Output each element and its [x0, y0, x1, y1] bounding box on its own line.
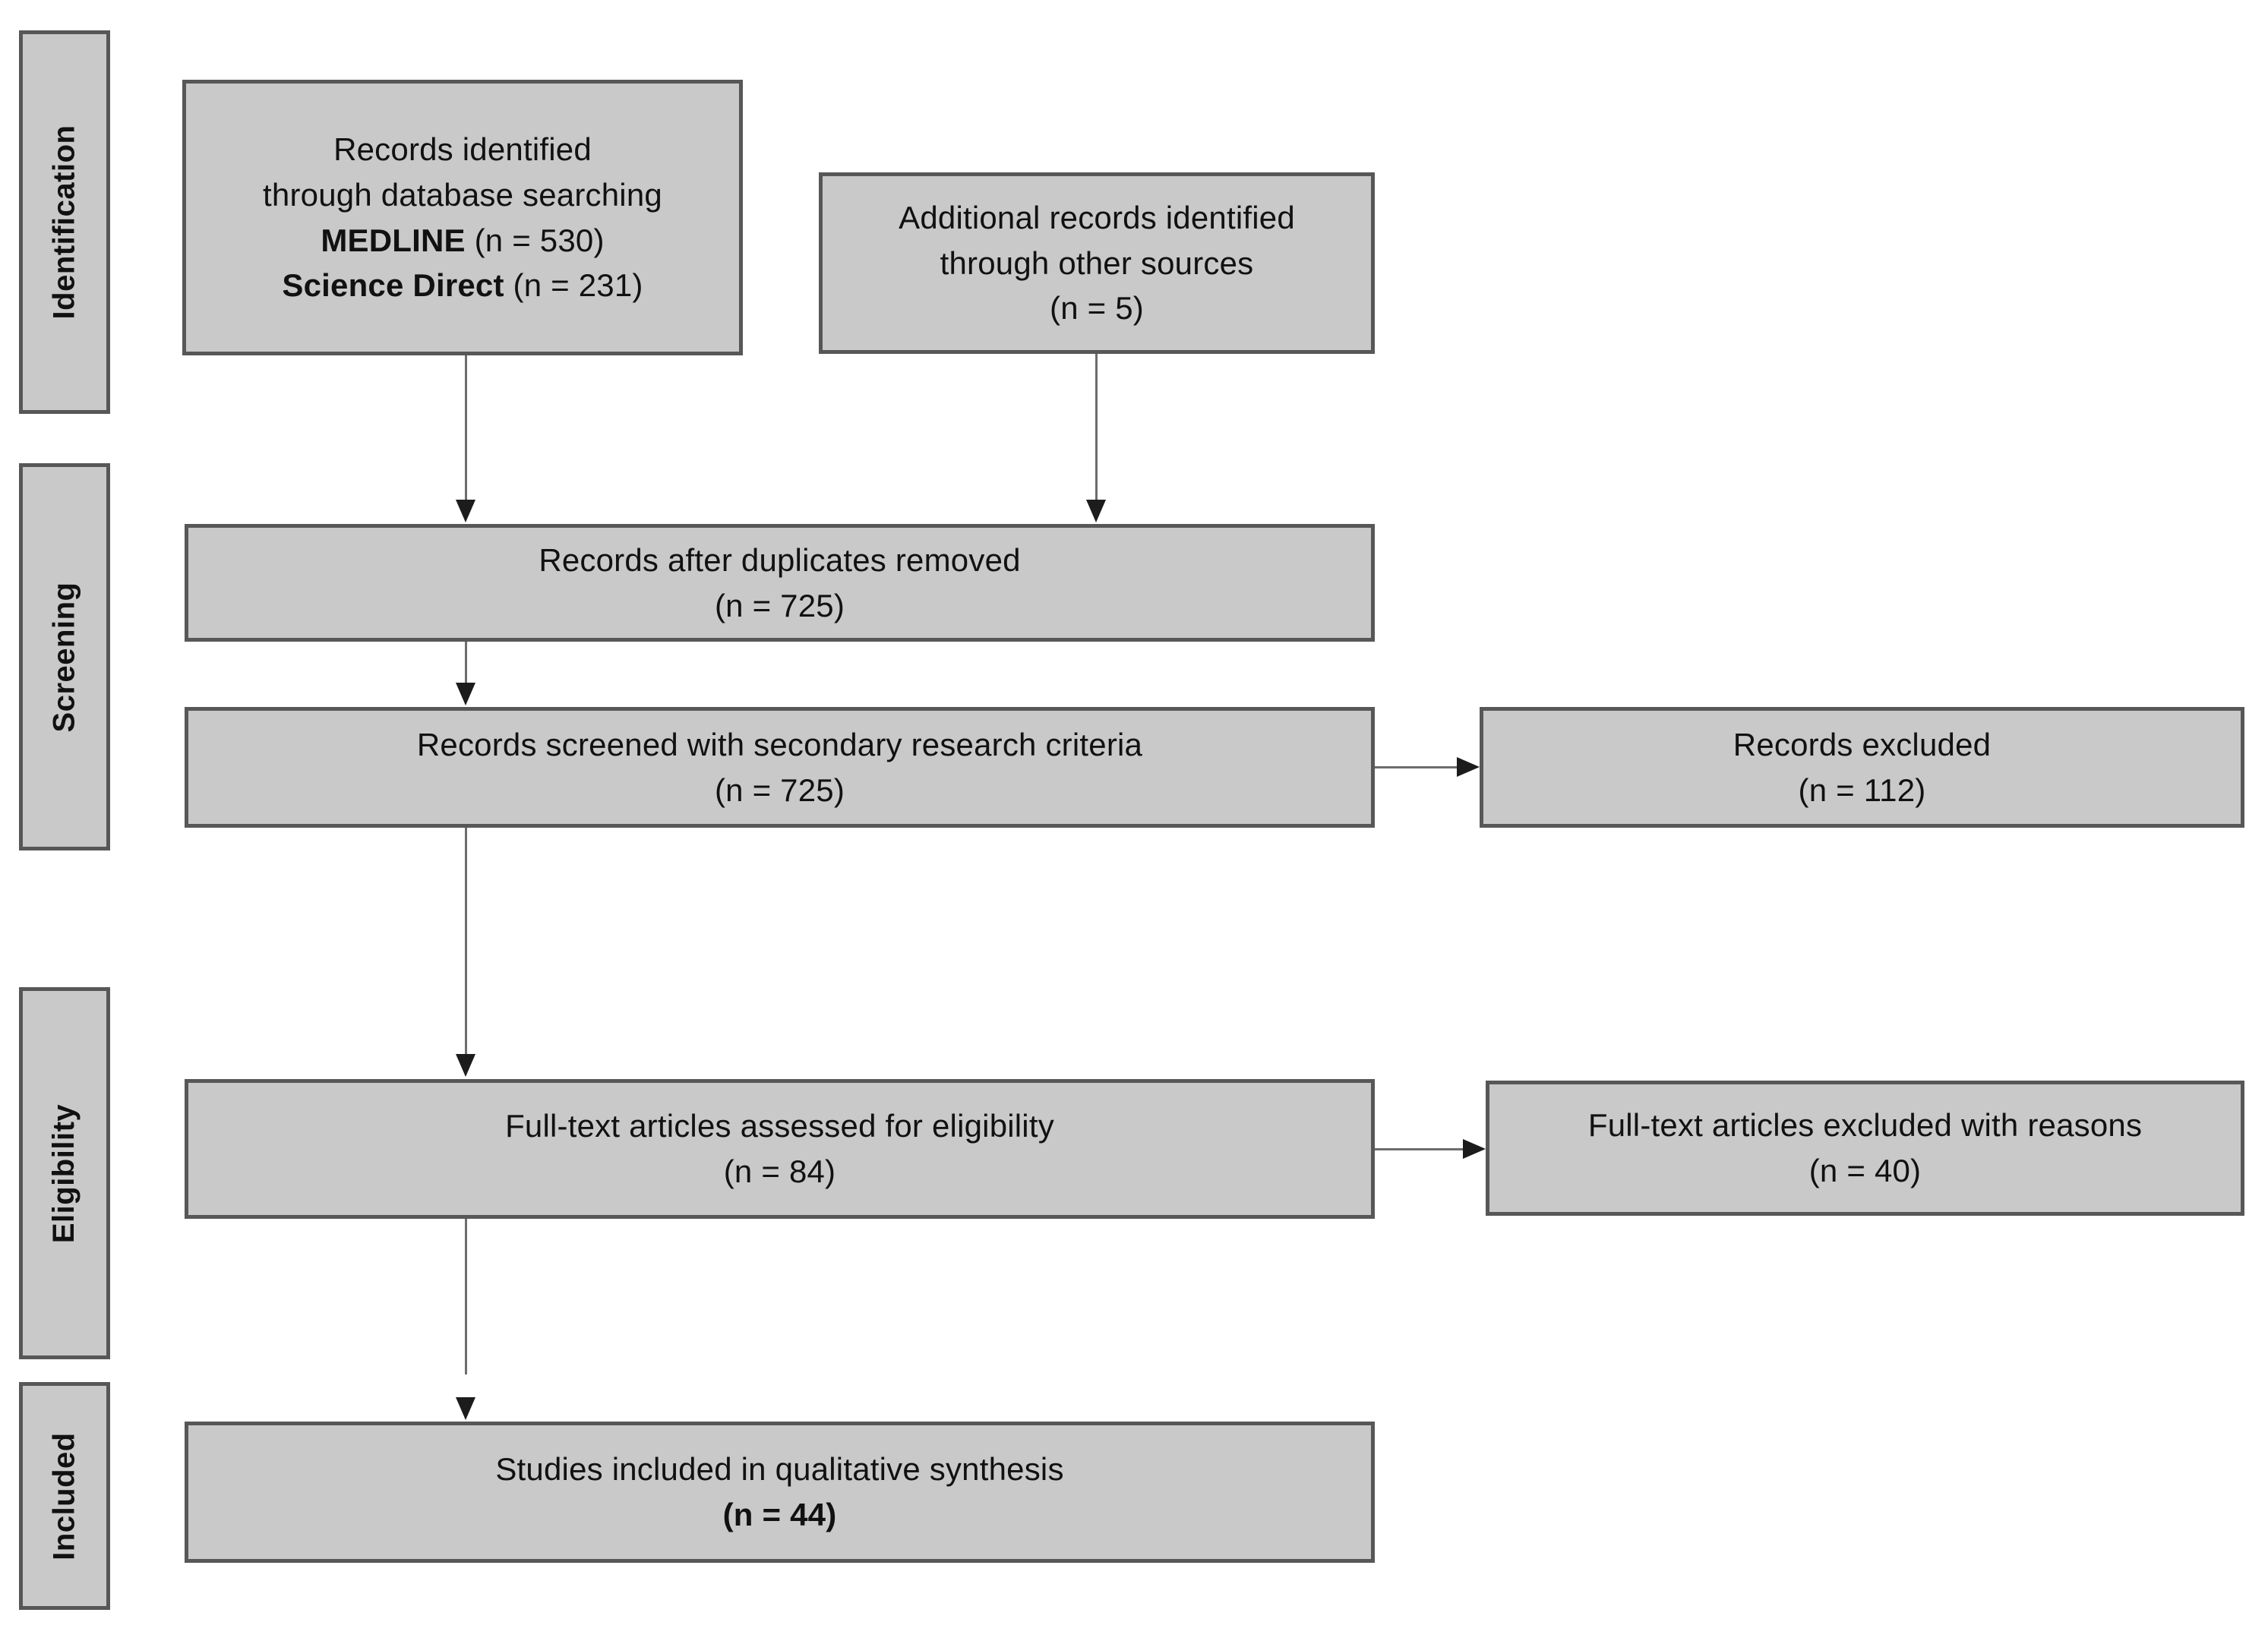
box-records-identified: Records identified through database sear… [182, 80, 743, 355]
fulltext-excluded-line1: Full-text articles excluded with reasons [1587, 1107, 2143, 1144]
box-studies-included: Studies included in qualitative synthesi… [185, 1422, 1375, 1563]
arrowhead-screened-to-fulltext [456, 1054, 475, 1077]
additional-records-line1: Additional records identified [899, 200, 1295, 236]
connector-fulltext-to-included [465, 1219, 467, 1374]
box-additional-records: Additional records identified through ot… [819, 172, 1375, 354]
medline-count: (n = 530) [465, 222, 605, 258]
connector-screened-to-fulltext [465, 828, 467, 1056]
records-screened-line1: Records screened with secondary research… [416, 726, 1143, 762]
stage-label-included-text: Included [47, 1431, 81, 1561]
records-identified-sciencedirect: Science Direct (n = 231) [282, 263, 643, 308]
records-identified-line1: Records identified [333, 131, 592, 168]
box-records-screened: Records screened with secondary research… [185, 707, 1375, 828]
medline-label: MEDLINE [321, 222, 466, 258]
arrowhead-fulltext-to-excluded [1463, 1139, 1486, 1159]
connector-identified-to-duplicates [465, 355, 467, 501]
connector-duplicates-to-screened [465, 642, 467, 684]
stage-label-identification: Identification [19, 30, 110, 414]
stage-label-included: Included [19, 1382, 110, 1610]
arrowhead-identified-to-duplicates [456, 500, 475, 522]
arrowhead-additional-to-duplicates [1086, 500, 1106, 522]
sciencedirect-label: Science Direct [282, 267, 504, 304]
stage-label-screening-text: Screening [47, 582, 81, 732]
studies-included-line2: (n = 44) [722, 1497, 837, 1532]
records-screened-line2: (n = 725) [714, 772, 845, 808]
duplicates-removed-line1: Records after duplicates removed [539, 541, 1021, 578]
stage-label-eligibility: Eligibility [19, 987, 110, 1359]
arrowhead-duplicates-to-screened [456, 683, 475, 705]
arrowhead-fulltext-to-included [456, 1397, 475, 1420]
box-fulltext-excluded: Full-text articles excluded with reasons… [1486, 1081, 2244, 1216]
connector-additional-to-duplicates [1095, 354, 1098, 501]
fulltext-assessed-line1: Full-text articles assessed for eligibil… [505, 1108, 1054, 1144]
box-records-excluded: Records excluded (n = 112) [1480, 707, 2244, 828]
records-identified-medline: MEDLINE (n = 530) [321, 218, 604, 264]
additional-records-line2: through other sources [940, 245, 1254, 281]
duplicates-removed-line2: (n = 725) [714, 587, 845, 623]
arrowhead-screened-to-excluded [1457, 757, 1480, 777]
records-excluded-line2: (n = 112) [1798, 772, 1926, 808]
records-identified-line2: through database searching [263, 176, 662, 213]
connector-screened-to-excluded [1375, 766, 1458, 768]
fulltext-excluded-line2: (n = 40) [1808, 1153, 1922, 1188]
box-duplicates-removed: Records after duplicates removed (n = 72… [185, 524, 1375, 642]
sciencedirect-count: (n = 231) [504, 267, 643, 304]
fulltext-assessed-line2: (n = 84) [723, 1153, 836, 1189]
stage-label-identification-text: Identification [47, 125, 81, 320]
stage-label-screening: Screening [19, 463, 110, 850]
box-fulltext-assessed: Full-text articles assessed for eligibil… [185, 1079, 1375, 1219]
studies-included-line1: Studies included in qualitative synthesi… [495, 1451, 1064, 1488]
additional-records-line3: (n = 5) [1050, 290, 1144, 327]
stage-label-eligibility-text: Eligibility [47, 1103, 81, 1243]
records-excluded-line1: Records excluded [1733, 726, 1992, 762]
connector-fulltext-to-excluded [1375, 1148, 1464, 1150]
